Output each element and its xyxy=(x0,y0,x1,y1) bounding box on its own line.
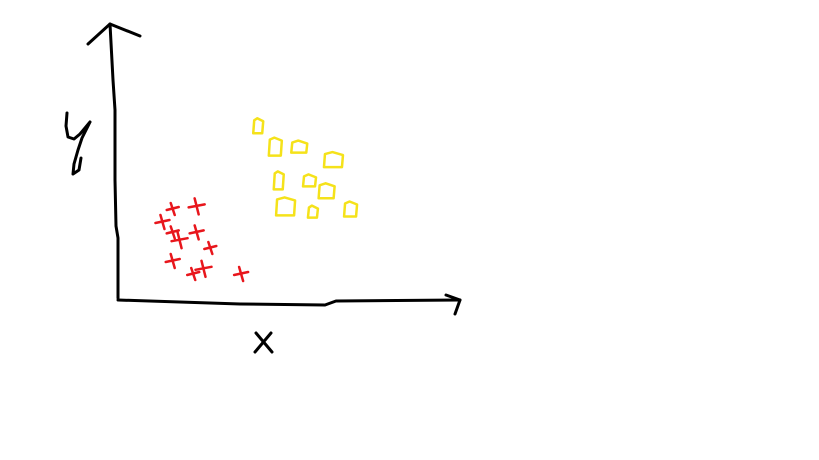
data-point-blob xyxy=(301,173,318,188)
series-0 xyxy=(154,197,250,283)
x-axis-arrowhead xyxy=(444,293,462,316)
series-1 xyxy=(251,117,359,219)
data-point-blob xyxy=(290,139,309,154)
data-point-cross xyxy=(165,201,180,217)
y-axis xyxy=(64,22,142,300)
data-point-cross xyxy=(185,266,201,282)
y-axis-arrowhead xyxy=(86,22,142,46)
data-point-cross xyxy=(164,252,181,270)
y-axis-label xyxy=(64,111,92,176)
data-marks xyxy=(154,117,359,283)
data-point-blob xyxy=(306,204,320,219)
data-point-blob xyxy=(272,170,285,191)
data-point-blob xyxy=(267,136,284,157)
data-point-cross xyxy=(170,230,189,250)
data-point-cross xyxy=(232,265,250,283)
data-point-cross xyxy=(165,225,180,240)
data-point-cross xyxy=(187,197,206,216)
data-point-blob xyxy=(322,150,345,169)
data-point-cross xyxy=(188,224,205,241)
x-axis xyxy=(116,293,462,354)
y-axis-line xyxy=(108,22,120,300)
data-point-blob xyxy=(342,200,359,218)
x-axis-label xyxy=(253,331,274,354)
data-point-cross xyxy=(203,240,218,256)
data-point-blob xyxy=(251,117,265,135)
data-point-cross xyxy=(194,259,213,279)
x-axis-line xyxy=(116,298,462,307)
data-point-blob xyxy=(317,182,336,200)
data-point-cross xyxy=(154,213,171,231)
data-point-blob xyxy=(274,196,297,217)
